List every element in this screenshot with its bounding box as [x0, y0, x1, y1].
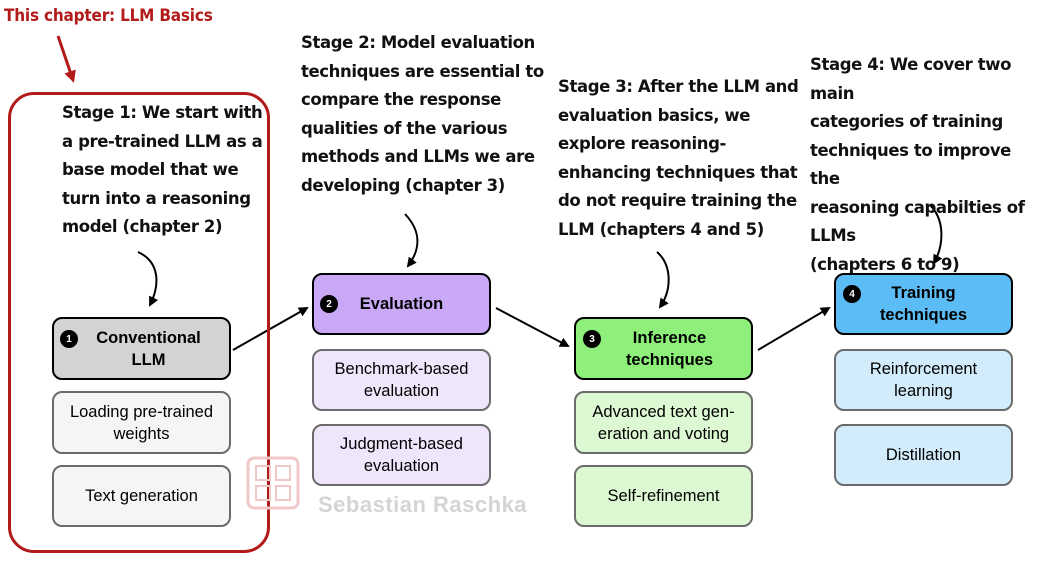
stage2-item-judgment-evaluation: Judgment-based evaluation — [312, 424, 491, 486]
stage1-item-label: Text generation — [85, 487, 198, 505]
stage4-item-label: Reinforcement learning — [869, 360, 978, 400]
stage1-down-arrow — [137, 251, 159, 307]
stage3-item-label: Self-refinement — [607, 487, 720, 505]
stage4-item-label: Distillation — [885, 446, 962, 464]
stage4-header-box: Training techniques — [834, 273, 1013, 335]
stage1-item-pretrained-weights: Loading pre-trained weights — [52, 391, 231, 454]
stage4-header-label: Training techniques — [879, 284, 968, 324]
current-chapter-frame — [8, 92, 270, 553]
stage2-item-benchmark-evaluation: Benchmark-based evaluation — [312, 349, 491, 411]
stage1-number-badge: 1 — [60, 330, 78, 348]
stage1-header-box: Conventional LLM — [52, 317, 231, 380]
chapter-arrow — [56, 35, 76, 83]
stage1-header-label: Conventional LLM — [96, 328, 201, 369]
stage2-item-label: Benchmark-based evaluation — [334, 360, 469, 400]
watermark-text: Sebastian Raschka — [318, 492, 528, 517]
stage2-description: Stage 2: Model evaluation techniques are… — [301, 33, 544, 195]
stage3-description: Stage 3: After the LLM and evaluation ba… — [558, 77, 799, 239]
stage3-header-label: Inference techniques — [625, 328, 714, 369]
stage4-description: Stage 4: We cover two main categories of… — [810, 55, 1025, 274]
stage1-item-label: Loading pre-trained weights — [69, 402, 214, 443]
stage1-item-text-generation: Text generation — [52, 465, 231, 527]
stage3-item-self-refinement: Self-refinement — [574, 465, 753, 527]
stage3-down-arrow — [656, 251, 670, 309]
stage1-description: Stage 1: We start with a pre-trained LLM… — [62, 103, 263, 236]
flow-arrow-3-4 — [757, 306, 831, 351]
stage2-number-badge: 2 — [320, 295, 338, 313]
flow-arrow-1-2 — [232, 307, 309, 351]
stage4-item-distillation: Distillation — [834, 424, 1013, 486]
stage3-item-label: Advanced text gen- eration and voting — [592, 402, 735, 443]
stage4-down-arrow — [929, 204, 943, 265]
stage2-header-label: Evaluation — [359, 295, 444, 313]
stage2-item-label: Judgment-based evaluation — [340, 435, 463, 475]
stage4-number-badge: 4 — [843, 285, 861, 303]
stage4-item-reinforcement-learning: Reinforcement learning — [834, 349, 1013, 411]
stage3-item-advanced-text-generation: Advanced text gen- eration and voting — [574, 391, 753, 454]
stage3-number-badge: 3 — [583, 330, 601, 348]
stage2-down-arrow — [404, 213, 419, 268]
flow-arrow-2-3 — [495, 307, 570, 347]
chapter-label: This chapter: LLM Basics — [4, 6, 213, 26]
stage3-header-box: Inference techniques — [574, 317, 753, 380]
stage2-header-box: Evaluation — [312, 273, 491, 335]
watermark-seal-icon — [246, 456, 300, 510]
